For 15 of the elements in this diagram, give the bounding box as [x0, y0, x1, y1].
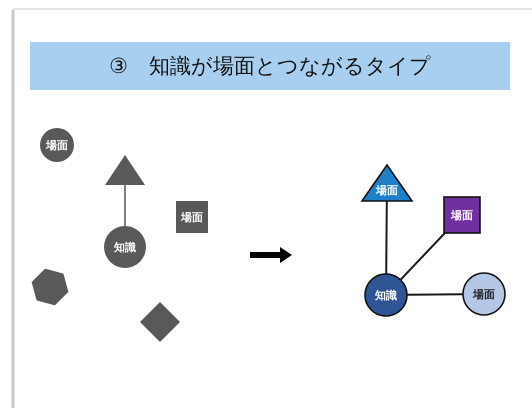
scene-circle: 場面 [463, 273, 505, 315]
connector-line [385, 201, 388, 274]
scene-circle: 場面 [40, 128, 74, 162]
scene-square: 場面 [444, 197, 480, 233]
connector-line [124, 185, 126, 226]
knowledge-circle: 知識 [365, 274, 407, 316]
hexagon-shape [31, 268, 69, 306]
diamond-shape [140, 302, 180, 342]
knowledge-circle: 知識 [104, 226, 146, 268]
connector-line [400, 232, 446, 280]
scene-triangle: 場面 [362, 165, 412, 201]
scene-square: 場面 [176, 201, 208, 233]
connector-line [406, 293, 464, 296]
title: ③ 知識が場面とつながるタイプ [109, 53, 431, 80]
triangle-shape [105, 155, 145, 185]
